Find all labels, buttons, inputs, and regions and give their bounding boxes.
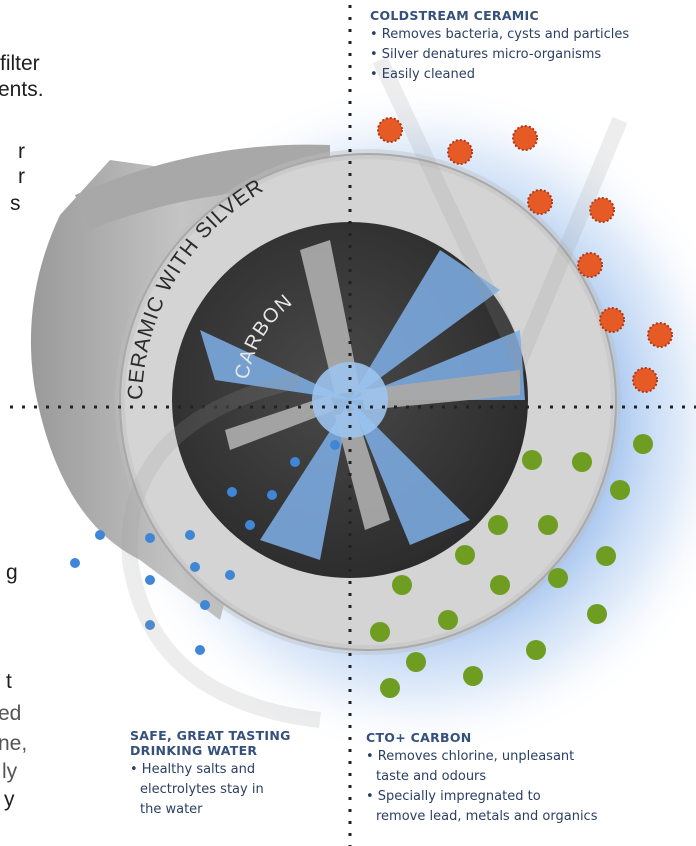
left-text-line: r: [18, 165, 25, 188]
water-bullet: the water: [140, 802, 203, 817]
carbon-bullet: remove lead, metals and organics: [376, 809, 598, 824]
ceramic-info: COLDSTREAM CERAMIC • Removes bacteria, c…: [370, 8, 690, 85]
center-hub: [312, 362, 388, 438]
filter-cylinder-top: [75, 144, 330, 230]
carbon-info-title: CTO+ CARBON: [366, 730, 472, 745]
ceramic-blades: [225, 240, 520, 530]
water-droplets: [70, 440, 340, 655]
left-text-line: ly: [2, 760, 18, 783]
ceramic-bullet: • Easily cleaned: [370, 67, 476, 82]
carbon-bullet: • Specially impregnated to: [366, 789, 541, 804]
ceramic-bullet: • Silver denatures micro-organisms: [370, 47, 602, 62]
water-bullet: electrolytes stay in: [140, 782, 264, 797]
water-info-title: DRINKING WATER: [130, 743, 258, 758]
carbon-particles: [370, 434, 653, 698]
carbon-bullet: • Removes chlorine, unpleasant: [366, 749, 575, 764]
water-info: SAFE, GREAT TASTING DRINKING WATER • Hea…: [130, 728, 340, 820]
left-text-line: y: [4, 788, 15, 811]
water-info-title: SAFE, GREAT TASTING: [130, 728, 291, 743]
bacteria-particles: [377, 117, 673, 393]
water-flow-channels: [200, 250, 525, 560]
left-text-line: t: [6, 670, 12, 693]
left-text-line: filter: [0, 52, 40, 75]
water-bullet: • Healthy salts and: [130, 762, 256, 777]
left-text-line: s: [10, 192, 21, 215]
carbon-bullet: taste and odours: [376, 769, 487, 784]
watermark: [121, 56, 628, 728]
left-text-line: g: [6, 561, 18, 584]
left-text-line: ne,: [0, 732, 28, 755]
ceramic-bullet: • Removes bacteria, cysts and particles: [370, 27, 630, 42]
left-text-line: ents.: [0, 78, 44, 101]
left-text-line: r: [18, 140, 25, 163]
left-text-line: ed: [0, 702, 22, 725]
ceramic-info-title: COLDSTREAM CERAMIC: [370, 8, 539, 23]
carbon-info: CTO+ CARBON • Removes chlorine, unpleasa…: [366, 730, 686, 827]
